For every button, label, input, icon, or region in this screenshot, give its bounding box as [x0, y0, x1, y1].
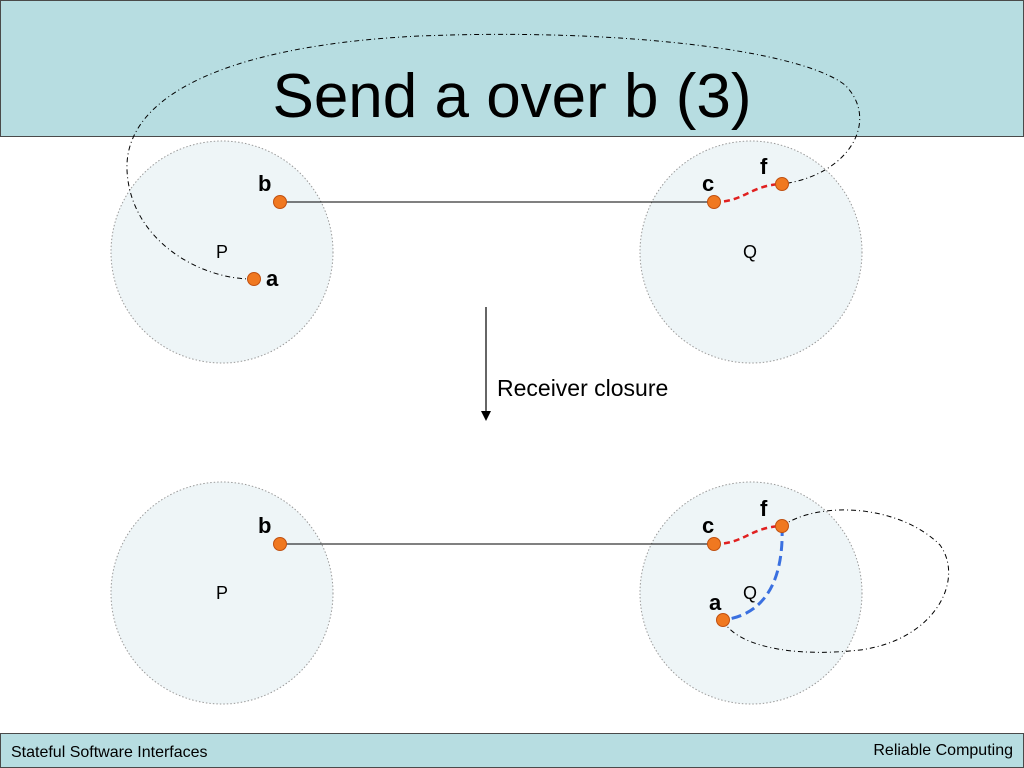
- footer-left-text: Stateful Software Interfaces: [11, 744, 208, 761]
- link-a-f-before: [126, 33, 861, 280]
- endpoint-f-before: [775, 177, 789, 191]
- title-bar: [0, 0, 1024, 137]
- label-f-after: f: [760, 496, 768, 521]
- label-q-after: Q: [743, 583, 757, 603]
- label-p-after: P: [216, 583, 228, 603]
- process-q-before: [639, 140, 863, 364]
- endpoint-a-after: [716, 613, 730, 627]
- link-f-a-after: [722, 525, 784, 622]
- label-c-before: c: [702, 171, 714, 196]
- endpoint-c-before: [707, 195, 721, 209]
- footer-bar: Stateful Software Interfaces Reliable Co…: [0, 733, 1024, 768]
- label-b-before: b: [258, 171, 271, 196]
- endpoint-b-before: [273, 195, 287, 209]
- label-b-after: b: [258, 513, 271, 538]
- label-a-after: a: [709, 590, 722, 615]
- footer-right-text: Reliable Computing: [873, 742, 1013, 759]
- label-q-before: Q: [743, 242, 757, 262]
- transition-label: Receiver closure: [497, 375, 668, 401]
- endpoint-a-before: [247, 272, 261, 286]
- label-p-before: P: [216, 242, 228, 262]
- endpoint-f-after: [775, 519, 789, 533]
- slide-title: Send a over b (3): [272, 62, 752, 131]
- link-c-f-before: [713, 182, 783, 204]
- process-q-after: [639, 481, 863, 705]
- label-f-before: f: [760, 154, 768, 179]
- label-c-after: c: [702, 513, 714, 538]
- link-c-f-after: [713, 524, 783, 546]
- label-a-before: a: [266, 266, 279, 291]
- endpoint-c-after: [707, 537, 721, 551]
- link-a-f-loop-after: [722, 509, 950, 653]
- endpoint-b-after: [273, 537, 287, 551]
